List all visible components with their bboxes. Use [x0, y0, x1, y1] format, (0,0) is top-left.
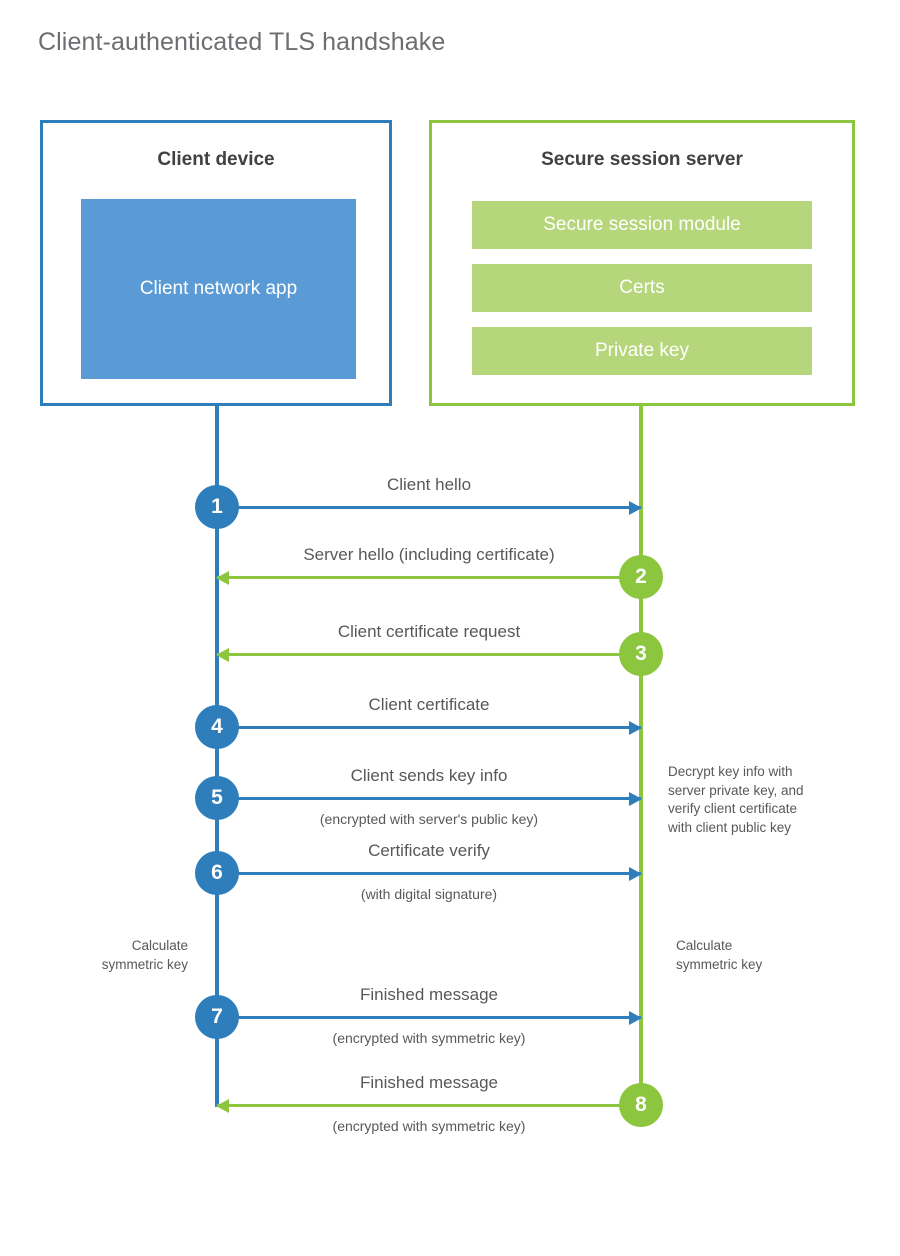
message-label: Server hello (including certificate) [303, 545, 555, 564]
arrow-line [217, 653, 641, 656]
client-lifeline [215, 406, 219, 1107]
page-title: Client-authenticated TLS handshake [38, 28, 446, 56]
secure-session-module-block: Secure session module [472, 201, 812, 249]
arrow-head-icon [629, 500, 642, 515]
message-sublabel: (encrypted with server's public key) [319, 811, 539, 827]
arrow-line [217, 726, 641, 729]
message-sublabel: (encrypted with symmetric key) [332, 1118, 526, 1134]
server-lifeline [639, 406, 643, 1105]
arrow-line [217, 506, 641, 509]
message-label: Certificate verify [368, 841, 490, 860]
secure-session-server-title: Secure session server [541, 149, 743, 170]
certs-block: Certs [472, 264, 812, 312]
step-circle-7[interactable]: 7 [195, 995, 239, 1039]
step-circle-6[interactable]: 6 [195, 851, 239, 895]
step-circle-3[interactable]: 3 [619, 632, 663, 676]
step-circle-5[interactable]: 5 [195, 776, 239, 820]
client-device-title: Client device [157, 149, 275, 170]
arrow-head-icon [216, 1098, 229, 1113]
secure-session-server-box: Secure session server Secure session mod… [429, 120, 855, 406]
client-calculate-symmetric-key-annotation: Calculate symmetric key [101, 938, 188, 972]
arrow-line [217, 872, 641, 875]
step-circle-4[interactable]: 4 [195, 705, 239, 749]
arrow-head-icon [216, 647, 229, 662]
client-device-box: Client device Client network app [40, 120, 392, 406]
arrow-head-icon [629, 791, 642, 806]
arrow-head-icon [216, 570, 229, 585]
message-sublabel: (encrypted with symmetric key) [332, 1030, 526, 1046]
private-key-block: Private key [472, 327, 812, 375]
server-decrypt-annotation: Decrypt key info with server private key… [668, 764, 804, 835]
message-label: Finished message [360, 985, 498, 1004]
arrow-line [217, 1104, 641, 1107]
arrow-head-icon [629, 1010, 642, 1025]
step-circle-1[interactable]: 1 [195, 485, 239, 529]
message-label: Client certificate request [337, 622, 521, 641]
arrow-head-icon [629, 720, 642, 735]
message-label: Client certificate [368, 695, 490, 714]
arrow-line [217, 797, 641, 800]
arrow-line [217, 1016, 641, 1019]
server-calculate-symmetric-key-annotation: Calculate symmetric key [676, 938, 763, 972]
step-circle-8[interactable]: 8 [619, 1083, 663, 1127]
arrow-line [217, 576, 641, 579]
client-network-app-block: Client network app [81, 199, 356, 379]
arrow-head-icon [629, 866, 642, 881]
message-label: Finished message [360, 1073, 498, 1092]
message-label: Client hello [386, 475, 472, 494]
message-sublabel: (with digital signature) [360, 886, 498, 902]
step-circle-2[interactable]: 2 [619, 555, 663, 599]
message-label: Client sends key info [350, 766, 508, 785]
